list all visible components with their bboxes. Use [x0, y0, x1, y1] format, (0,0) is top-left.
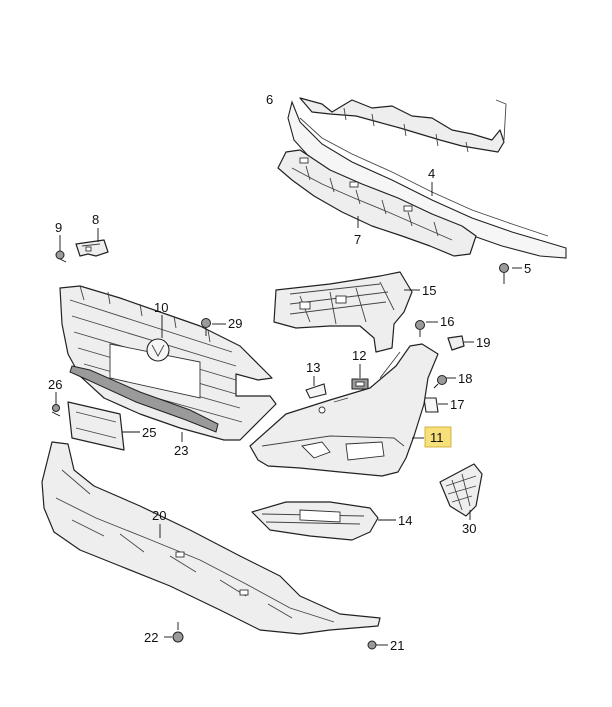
callout-30[interactable]: 30	[462, 521, 476, 536]
callout-11[interactable]: 11	[430, 430, 444, 445]
callout-11-highlight	[424, 426, 452, 448]
callout-19[interactable]: 19	[476, 335, 490, 350]
part-23-trim-strip[interactable]	[69, 365, 219, 433]
part-5-bolt[interactable]	[499, 263, 509, 285]
part-12-clip[interactable]	[351, 378, 369, 390]
part-14-fog-light-trim[interactable]	[251, 501, 379, 541]
callout-4[interactable]: 4	[428, 166, 435, 181]
callout-22[interactable]: 22	[144, 630, 158, 645]
callout-14[interactable]: 14	[398, 513, 412, 528]
leader-lines	[55, 182, 522, 646]
part-19-clip[interactable]	[447, 335, 465, 351]
part-17-nut[interactable]	[423, 397, 439, 413]
callout-5[interactable]: 5	[524, 261, 531, 276]
callout-7[interactable]: 7	[354, 232, 361, 247]
part-8-mounting-bracket[interactable]	[75, 239, 109, 257]
part-15-side-bracket[interactable]	[273, 271, 413, 353]
callout-9[interactable]: 9	[55, 220, 62, 235]
callout-12[interactable]: 12	[352, 348, 366, 363]
part-21-screw[interactable]	[367, 640, 377, 650]
part-9-screw[interactable]	[55, 250, 67, 263]
callout-18[interactable]: 18	[458, 371, 472, 386]
part-18-screw[interactable]	[433, 375, 447, 389]
callout-29[interactable]: 29	[228, 316, 242, 331]
part-22-bolt[interactable]	[172, 622, 184, 643]
part-20-lower-spoiler[interactable]	[41, 441, 381, 635]
callout-17[interactable]: 17	[450, 397, 464, 412]
callout-10[interactable]: 10	[154, 300, 168, 315]
part-25-plate-bracket[interactable]	[67, 401, 125, 451]
callout-labels: 6 4 7 5 8 9 10 29 15 16 19 18 17 12 13 1…	[48, 92, 531, 653]
callout-6[interactable]: 6	[266, 92, 273, 107]
callout-23[interactable]: 23	[174, 443, 188, 458]
callout-8[interactable]: 8	[92, 212, 99, 227]
part-29-screw[interactable]	[201, 318, 211, 337]
callout-16[interactable]: 16	[440, 314, 454, 329]
part-26-clip[interactable]	[51, 404, 61, 417]
part-16-grommet[interactable]	[415, 320, 425, 338]
part-10-radiator-grille[interactable]	[59, 285, 277, 441]
callout-20[interactable]: 20	[152, 508, 166, 523]
callout-15[interactable]: 15	[422, 283, 436, 298]
part-30-mesh-grille[interactable]	[439, 463, 483, 517]
callout-25[interactable]: 25	[142, 425, 156, 440]
part-11-bumper-cover[interactable]	[249, 343, 439, 477]
callout-26[interactable]: 26	[48, 377, 62, 392]
callout-13[interactable]: 13	[306, 360, 320, 375]
part-7-lower-bracket[interactable]	[277, 149, 477, 257]
callout-21[interactable]: 21	[390, 638, 404, 653]
part-13-cap[interactable]	[305, 383, 327, 399]
